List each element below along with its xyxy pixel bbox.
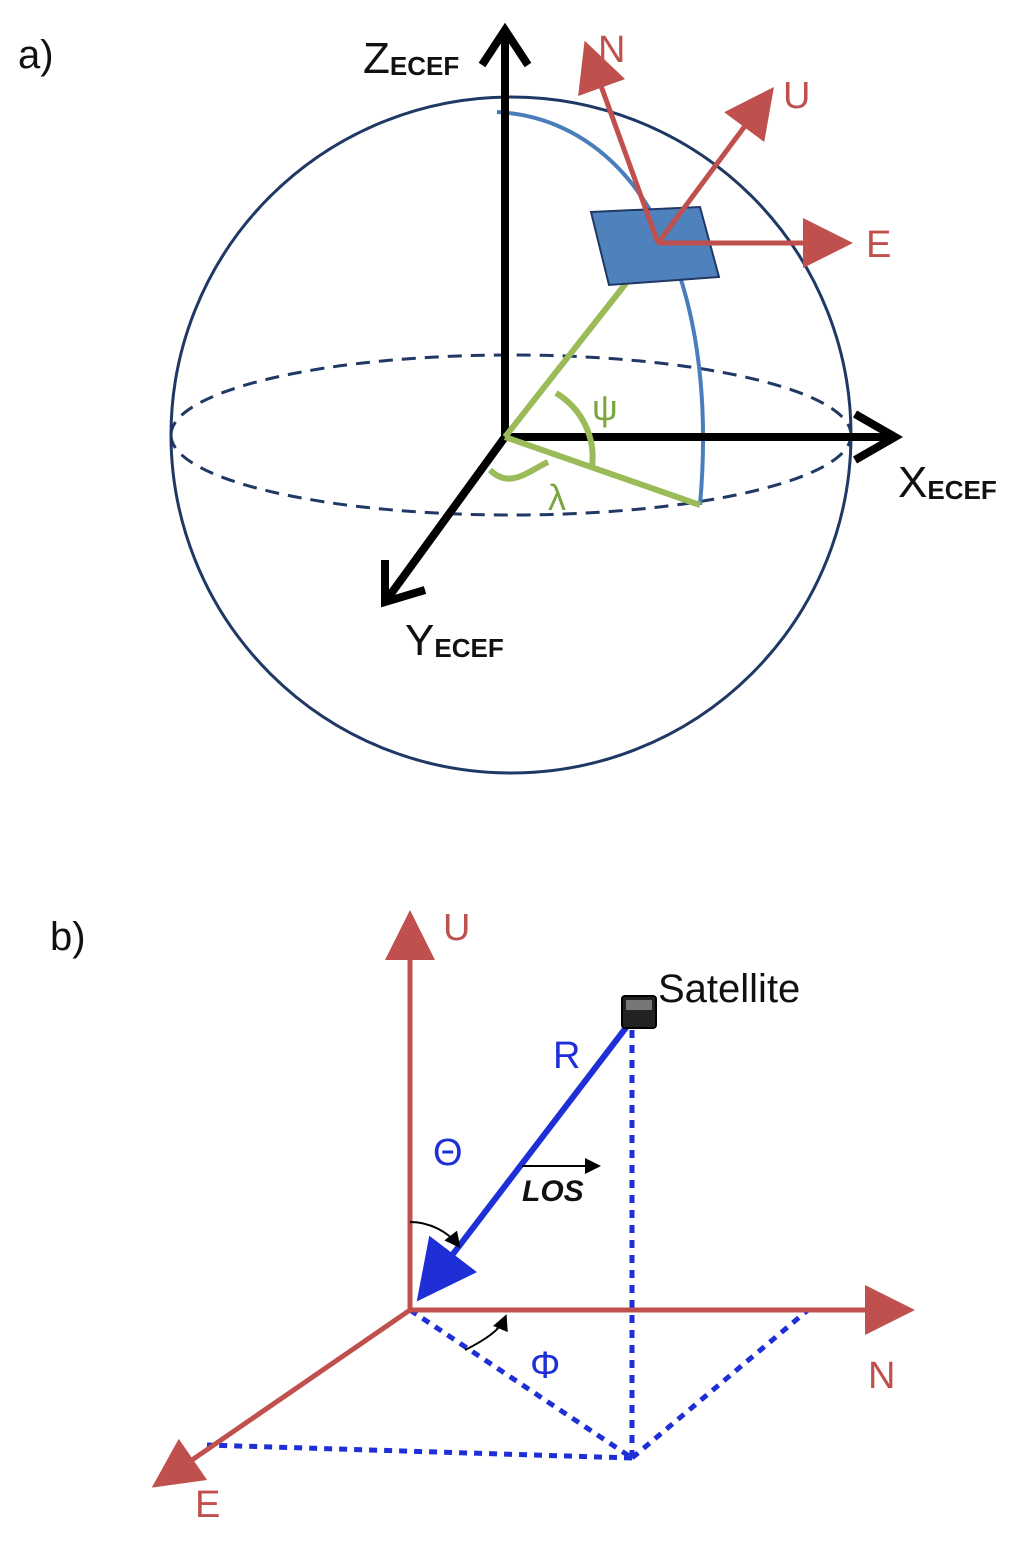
east-axis: [151, 1307, 412, 1488]
satellite-label: Satellite: [658, 967, 800, 1011]
b-east-label: E: [195, 1484, 220, 1526]
east-label: E: [866, 224, 891, 266]
panel-b: b) U N E Satellite R Θ Φ LOS: [50, 907, 915, 1526]
z-axis-arrowhead: [478, 22, 532, 68]
north-arrow: [578, 40, 661, 244]
up-arrow: [655, 86, 774, 245]
azimuth-symbol: Φ: [530, 1345, 560, 1387]
azimuth-angle-arc: [464, 1314, 508, 1351]
los-text: LOS: [522, 1175, 584, 1208]
y-axis-arrowhead: [381, 560, 427, 608]
north-label: N: [598, 29, 625, 71]
equator-front: [169, 434, 853, 517]
panel-a: a) ZECEF XECEF YECE: [18, 22, 997, 775]
range-label: R: [553, 1035, 580, 1077]
panel-b-label: b): [50, 915, 86, 959]
satellite-highlight: [626, 1000, 652, 1010]
los-label: LOS: [522, 1158, 601, 1208]
longitude-arc: [487, 459, 550, 482]
projection-lines: [206, 1030, 810, 1461]
longitude-symbol: λ: [548, 477, 566, 518]
latitude-arc: [554, 390, 596, 468]
zenith-symbol: Θ: [433, 1132, 463, 1174]
tangent-plane: [589, 205, 721, 287]
y-axis: [381, 434, 509, 605]
b-north-label: N: [868, 1355, 895, 1397]
b-up-label: U: [443, 907, 470, 949]
equator-back: [169, 353, 853, 436]
latitude-symbol: ψ: [592, 387, 618, 428]
east-component: [206, 1442, 633, 1461]
y-axis-label: YECEF: [405, 616, 504, 665]
x-axis-arrowhead: [853, 410, 904, 464]
horizontal-projection: [408, 1307, 634, 1461]
zenith-angle-arc: [409, 1221, 461, 1249]
north-component: [630, 1308, 810, 1460]
panel-a-label: a): [18, 33, 54, 77]
up-label: U: [783, 75, 810, 117]
x-axis-label: XECEF: [898, 458, 997, 507]
equatorial-projection: [504, 434, 701, 508]
z-axis-label: ZECEF: [363, 34, 459, 83]
